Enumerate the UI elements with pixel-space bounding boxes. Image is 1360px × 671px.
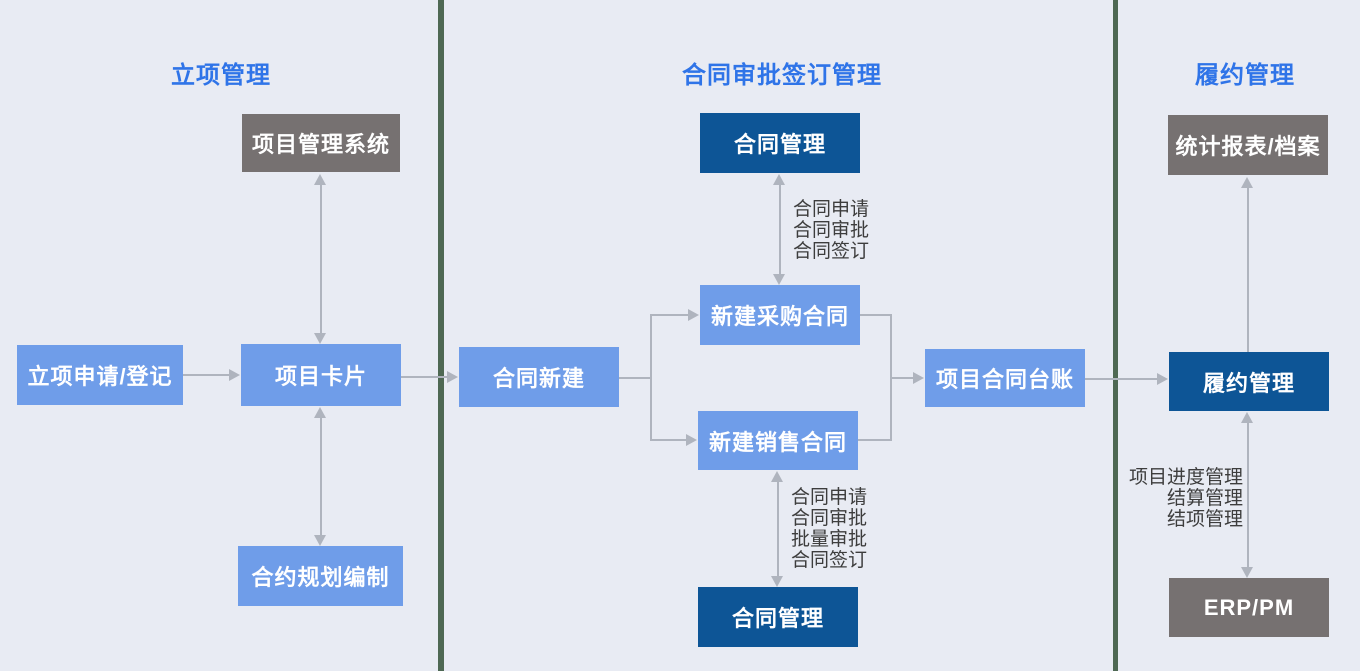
connector-branch-to-purchase [650,314,690,316]
annotation-line: 合同申请 [791,487,868,508]
arrowhead-right-to-purchase-icon [688,309,699,321]
arrowhead-down-to-purchase-icon [773,274,785,285]
connector-sales-mgmtbottom [777,479,779,577]
arrowhead-right-to-ledger-icon [913,372,924,384]
node-initiation-apply: 立项申请/登记 [17,345,183,405]
annotation-line: 合同审批 [793,220,870,241]
connector-purchase-merge [860,314,892,316]
arrowhead-down-to-card-icon [314,333,326,344]
connector-performance-erp [1247,420,1249,570]
connector-branch-to-sales [650,439,688,441]
section-title-contract: 合同审批签订管理 [682,62,882,89]
node-contract-new: 合同新建 [459,347,619,407]
connector-system-card [320,183,322,335]
arrowhead-up-to-report-icon [1241,177,1253,188]
column-divider-left [438,0,444,671]
arrowhead-down-to-erp-icon [1241,567,1253,578]
annotation-contract-bottom-flow: 合同申请 合同审批 批量审批 合同签订 [791,487,867,571]
node-stat-report-archive: 统计报表/档案 [1168,115,1328,175]
connector-branch-vertical-left [650,315,652,441]
node-project-card: 项目卡片 [241,344,401,406]
annotation-line: 合同签订 [793,241,870,262]
connector-performance-report [1247,186,1249,352]
node-project-contract-ledger: 项目合同台账 [925,349,1085,407]
connector-contractnew-branch [619,377,652,379]
annotation-line: 合同审批 [791,508,868,529]
annotation-contract-top-flow: 合同申请 合同审批 合同签订 [793,199,869,262]
node-project-mgmt-system: 项目管理系统 [242,114,400,172]
connector-ledger-performance [1085,378,1158,380]
arrowhead-down-to-plan-icon [314,535,326,546]
connector-apply-card [183,374,230,376]
annotation-line: 结项管理 [1166,509,1243,530]
annotation-line: 项目进度管理 [1128,467,1243,488]
annotation-line: 批量审批 [791,529,868,550]
arrowhead-right-to-contractnew-icon [447,371,458,383]
section-title-performance: 履约管理 [1195,62,1295,89]
arrowhead-right-to-sales-icon [686,434,697,446]
node-contract-plan: 合约规划编制 [238,546,403,606]
connector-merge-to-ledger [890,377,914,379]
annotation-line: 合同签订 [791,550,868,571]
connector-card-plan [320,416,322,537]
annotation-line: 合同申请 [793,199,870,220]
arrowhead-up-to-mgmttop-icon [773,174,785,185]
arrowhead-up-to-performance-icon [1241,412,1253,423]
arrowhead-up-to-system-icon [314,174,326,185]
arrowhead-right-to-performance-icon [1157,373,1168,385]
arrowhead-up-to-sales-icon [771,471,783,482]
annotation-line: 结算管理 [1166,488,1243,509]
connector-card-contractnew [401,376,448,378]
column-divider-right [1113,0,1118,671]
section-title-initiation: 立项管理 [171,62,271,89]
arrowhead-right-to-card-icon [229,369,240,381]
node-contract-mgmt-bottom: 合同管理 [698,587,858,647]
node-new-purchase-contract: 新建采购合同 [700,285,860,345]
connector-mgmttop-purchase [779,182,781,276]
arrowhead-down-to-mgmtbottom-icon [771,576,783,587]
annotation-performance-flow: 项目进度管理 结算管理 结项管理 [1103,467,1243,530]
node-performance-mgmt: 履约管理 [1169,352,1329,411]
node-contract-mgmt-top: 合同管理 [700,113,860,173]
node-new-sales-contract: 新建销售合同 [698,411,858,470]
connector-sales-merge [858,439,892,441]
node-erp-pm: ERP/PM [1169,578,1329,637]
arrowhead-up-to-card-icon [314,407,326,418]
